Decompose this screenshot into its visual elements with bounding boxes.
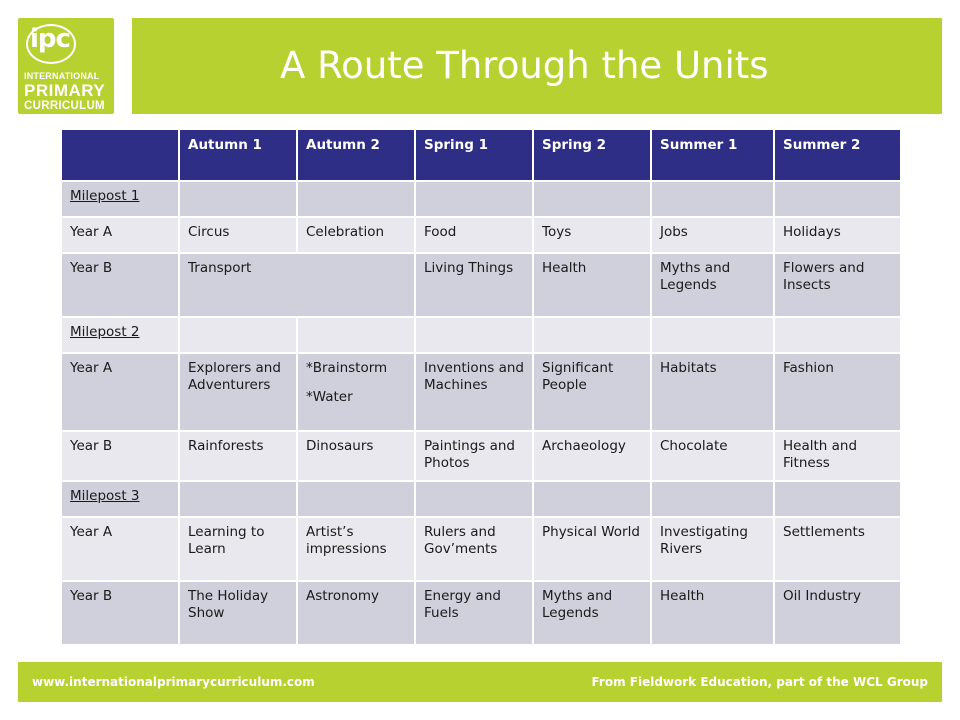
table-row: Year A Circus Celebration Food Toys Jobs…	[60, 216, 902, 254]
logo-line-international: INTERNATIONAL	[24, 71, 100, 81]
header-band: A Route Through the Units	[132, 18, 942, 114]
table-cell: Learning to Learn	[178, 516, 298, 582]
table-cell: Celebration	[296, 216, 416, 254]
footer-website: www.internationalprimarycurriculum.com	[32, 675, 315, 689]
table-row: Year B The Holiday Show Astronomy Energy…	[60, 580, 902, 646]
milestone-row: Milepost 1	[60, 180, 902, 218]
table-cell: Health and Fitness	[773, 430, 902, 482]
table-cell	[773, 180, 902, 218]
table-cell	[532, 316, 652, 354]
table-cell	[414, 480, 534, 518]
table-cell: Energy and Fuels	[414, 580, 534, 646]
table-cell: Myths and Legends	[650, 252, 775, 318]
logo-line-primary: PRIMARY	[24, 81, 106, 100]
table-cell: Myths and Legends	[532, 580, 652, 646]
table-cell: Astronomy	[296, 580, 416, 646]
logo-line-curriculum: CURRICULUM	[24, 100, 105, 112]
milestone-row: Milepost 2	[60, 316, 902, 354]
table-cell: Significant People	[532, 352, 652, 432]
header-cell-autumn-1: Autumn 1	[178, 128, 298, 182]
table-cell: Circus	[178, 216, 298, 254]
table-cell	[773, 480, 902, 518]
table-cell: Jobs	[650, 216, 775, 254]
table-cell: *Brainstorm *Water	[296, 352, 416, 432]
table-cell: Year A	[60, 516, 180, 582]
table-cell: Settlements	[773, 516, 902, 582]
table-cell: Transport	[178, 252, 416, 318]
milestone-label: Milepost 1	[60, 180, 180, 218]
table-cell: The Holiday Show	[178, 580, 298, 646]
table-cell: Food	[414, 216, 534, 254]
cell-line: *Brainstorm	[306, 360, 388, 376]
header-cell-autumn-2: Autumn 2	[296, 128, 416, 182]
table-cell: Year A	[60, 216, 180, 254]
header-cell-empty	[60, 128, 180, 182]
table-cell: Holidays	[773, 216, 902, 254]
table-cell: Rainforests	[178, 430, 298, 482]
table-cell: Habitats	[650, 352, 775, 432]
table-cell: Dinosaurs	[296, 430, 416, 482]
table-cell: Rulers and Gov’ments	[414, 516, 534, 582]
table-cell	[532, 180, 652, 218]
table-cell	[296, 480, 416, 518]
table-row: Year B Rainforests Dinosaurs Paintings a…	[60, 430, 902, 482]
table-cell	[650, 316, 775, 354]
milestone-label: Milepost 2	[60, 316, 180, 354]
milestone-label: Milepost 3	[60, 480, 180, 518]
footer-credit: From Fieldwork Education, part of the WC…	[591, 675, 928, 689]
table-cell	[773, 316, 902, 354]
table-cell	[178, 180, 298, 218]
ipc-logo: ipc INTERNATIONAL PRIMARY CURRICULUM	[18, 18, 114, 114]
table-cell: Artist’s impressions	[296, 516, 416, 582]
table-cell: Chocolate	[650, 430, 775, 482]
table-cell: Investigating Rivers	[650, 516, 775, 582]
table-cell	[414, 180, 534, 218]
table-cell	[296, 316, 416, 354]
table-cell: Oil Industry	[773, 580, 902, 646]
table-cell	[296, 180, 416, 218]
table-cell: Physical World	[532, 516, 652, 582]
table-cell	[650, 180, 775, 218]
cell-line: *Water	[306, 389, 353, 405]
table-cell	[414, 316, 534, 354]
table-row: Year A Explorers and Adventurers *Brains…	[60, 352, 902, 432]
table-cell: Explorers and Adventurers	[178, 352, 298, 432]
table-cell: Archaeology	[532, 430, 652, 482]
table-cell: Living Things	[414, 252, 534, 318]
header-cell-summer-2: Summer 2	[773, 128, 902, 182]
table-cell: Year A	[60, 352, 180, 432]
logo-circle	[26, 24, 76, 64]
header-row: Autumn 1 Autumn 2 Spring 1 Spring 2 Summ…	[60, 128, 902, 182]
table-cell: Health	[532, 252, 652, 318]
table-cell	[178, 480, 298, 518]
table-cell	[532, 480, 652, 518]
table-cell: Inventions and Machines	[414, 352, 534, 432]
table-cell: Year B	[60, 252, 180, 318]
header-cell-spring-2: Spring 2	[532, 128, 652, 182]
table-cell: Fashion	[773, 352, 902, 432]
footer-band: www.internationalprimarycurriculum.com F…	[18, 662, 942, 702]
units-table: Autumn 1 Autumn 2 Spring 1 Spring 2 Summ…	[60, 128, 902, 646]
table-cell: Year B	[60, 430, 180, 482]
table-cell: Paintings and Photos	[414, 430, 534, 482]
table-cell: Health	[650, 580, 775, 646]
table-row: Year B Transport Living Things Health My…	[60, 252, 902, 318]
table-row: Year A Learning to Learn Artist’s impres…	[60, 516, 902, 582]
logo-ipc-text: ipc	[30, 24, 71, 54]
table-cell: Year B	[60, 580, 180, 646]
page-title: A Route Through the Units	[280, 44, 769, 87]
milestone-row: Milepost 3	[60, 480, 902, 518]
table-cell	[178, 316, 298, 354]
table-cell: Flowers and Insects	[773, 252, 902, 318]
header-cell-summer-1: Summer 1	[650, 128, 775, 182]
table-cell: Toys	[532, 216, 652, 254]
header-cell-spring-1: Spring 1	[414, 128, 534, 182]
table-cell	[650, 480, 775, 518]
